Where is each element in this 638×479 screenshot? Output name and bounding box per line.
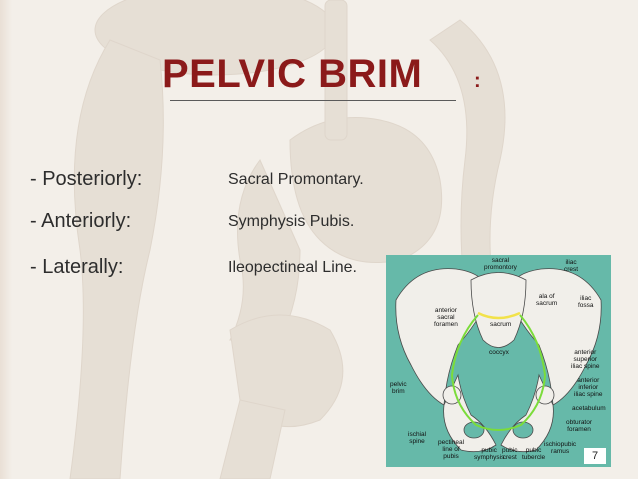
pelvis-drawing xyxy=(395,268,602,453)
sacrum xyxy=(470,272,527,348)
row-laterally: - Laterally: Ileopectineal Line. xyxy=(30,256,430,286)
left-ilium xyxy=(395,268,492,406)
row-value: Ileopectineal Line. xyxy=(228,259,357,276)
title-colon: : xyxy=(474,70,481,92)
left-acetabulum xyxy=(442,385,462,405)
right-ilium xyxy=(505,268,602,406)
page-number: 7 xyxy=(584,448,606,464)
label-acetabulum: acetabulum xyxy=(572,405,606,412)
title-underline xyxy=(170,100,456,101)
label-coccyx: coccyx xyxy=(489,349,509,356)
row-label: - Laterally: xyxy=(30,256,124,278)
row-label: - Posteriorly: xyxy=(30,168,143,190)
row-value: Sacral Promontary. xyxy=(228,171,364,188)
right-acetabulum xyxy=(535,385,555,405)
row-label: - Anteriorly: xyxy=(30,210,132,232)
title-area: PELVIC BRIM : xyxy=(150,52,510,104)
row-posteriorly: - Posteriorly: Sacral Promontary. xyxy=(30,168,430,198)
row-anteriorly: - Anteriorly: Symphysis Pubis. xyxy=(30,210,430,240)
label-sacrum: sacrum xyxy=(490,321,512,328)
row-value: Symphysis Pubis. xyxy=(228,213,355,230)
brim-highlight xyxy=(450,314,547,431)
left-edge-decoration xyxy=(0,0,12,479)
promontory-highlight xyxy=(477,311,521,320)
slide-title: PELVIC BRIM xyxy=(162,52,423,96)
